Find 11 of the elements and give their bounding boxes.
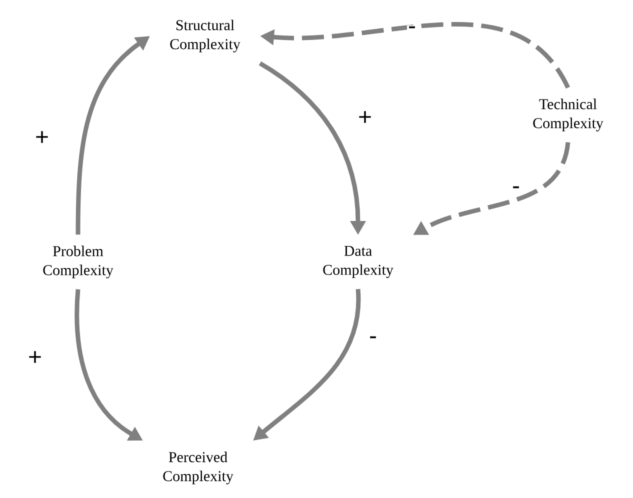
edge-label: - bbox=[407, 25, 417, 35]
node-label: Structural Complexity bbox=[170, 20, 240, 52]
node-label: Technical Complexity bbox=[533, 98, 604, 132]
edge-label: + bbox=[34, 130, 50, 146]
edge-label: + bbox=[357, 110, 373, 126]
node-label: Problem Complexity bbox=[43, 246, 114, 278]
node-label: Perceived Complexity bbox=[163, 452, 234, 484]
edge-label: - bbox=[368, 335, 378, 345]
edge-label: - bbox=[511, 185, 521, 195]
node-label: Data Complexity bbox=[323, 246, 394, 278]
edge-label: + bbox=[27, 350, 44, 366]
